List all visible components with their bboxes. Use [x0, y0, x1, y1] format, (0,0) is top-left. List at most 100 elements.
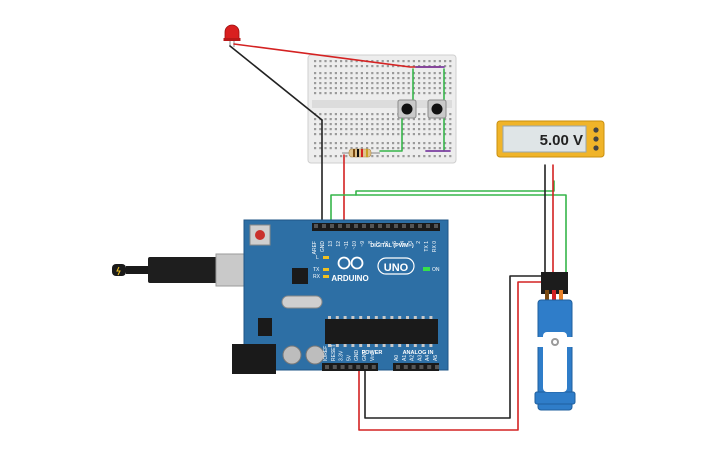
- digital-pin-socket[interactable]: [338, 224, 342, 228]
- breadboard-hole: [449, 92, 452, 95]
- breadboard-hole: [376, 82, 379, 85]
- digital-pin-socket[interactable]: [330, 224, 334, 228]
- breadboard-hole: [407, 128, 410, 131]
- breadboard-hole: [444, 92, 447, 95]
- arduino-logo: ARDUINO: [331, 256, 369, 283]
- digital-pin-socket[interactable]: [314, 224, 318, 228]
- breadboard-hole: [423, 72, 426, 75]
- breadboard-hole: [371, 72, 374, 75]
- breadboard-hole: [381, 128, 384, 131]
- digital-pin-socket[interactable]: [418, 224, 422, 228]
- infinity-logo-right: [350, 256, 364, 270]
- breadboard-hole: [412, 118, 415, 121]
- breadboard-hole: [371, 118, 374, 121]
- breadboard-hole: [412, 72, 415, 75]
- digital-pin-socket[interactable]: [402, 224, 406, 228]
- digital-pin-socket[interactable]: [394, 224, 398, 228]
- breadboard-hole: [438, 72, 441, 75]
- power-pin-socket[interactable]: [340, 365, 345, 369]
- breadboard-hole: [340, 128, 343, 131]
- breadboard-hole: [340, 133, 343, 136]
- breadboard-hole: [334, 65, 337, 68]
- servo-motor[interactable]: [530, 272, 578, 411]
- breadboard-hole: [319, 72, 322, 75]
- breadboard-hole: [449, 128, 452, 131]
- servo-connector: [541, 272, 568, 294]
- crystal: [281, 295, 323, 309]
- breadboard-hole: [402, 128, 405, 131]
- breadboard-hole: [350, 77, 353, 80]
- power-pin-socket[interactable]: [325, 365, 329, 369]
- power-pin-socket[interactable]: [364, 365, 368, 369]
- breadboard-hole: [319, 65, 322, 68]
- breadboard-hole: [319, 142, 322, 145]
- breadboard-hole: [376, 118, 379, 121]
- pushbutton-right[interactable]: [427, 99, 447, 119]
- breadboard-hole: [324, 60, 327, 63]
- digital-pin-socket[interactable]: [322, 224, 326, 228]
- digital-pin-socket[interactable]: [410, 224, 414, 228]
- breadboard-hole: [376, 113, 379, 116]
- uno-badge: [377, 257, 415, 275]
- digital-pin-socket[interactable]: [362, 224, 366, 228]
- breadboard-hole: [418, 142, 421, 145]
- breadboard-hole: [329, 128, 332, 131]
- power-pin-socket[interactable]: [371, 365, 376, 369]
- breadboard-hole: [329, 142, 332, 145]
- digital-pin-socket[interactable]: [354, 224, 358, 228]
- analog-pin-socket[interactable]: [411, 365, 416, 369]
- breadboard-hole: [392, 72, 395, 75]
- wire-5v-red[interactable]: [358, 281, 547, 431]
- chip-pin: [359, 344, 363, 347]
- dc-barrel-jack: [232, 344, 276, 374]
- servo-lead-red: [552, 290, 556, 302]
- chip-pin: [335, 316, 339, 319]
- power-pin-socket[interactable]: [356, 365, 361, 369]
- breadboard-hole: [366, 87, 369, 90]
- wire-led-cathode-black[interactable]: [229, 45, 323, 121]
- digital-pin-socket[interactable]: [346, 224, 350, 228]
- breadboard-hole: [314, 82, 317, 85]
- resistor[interactable]: [342, 148, 380, 158]
- breadboard-hole: [314, 72, 317, 75]
- chip-pin: [351, 316, 355, 319]
- breadboard-hole: [371, 87, 374, 90]
- breadboard-hole: [350, 133, 353, 136]
- breadboard-hole: [392, 123, 395, 126]
- breadboard-hole: [355, 87, 358, 90]
- wire-button-resistor-green[interactable]: [379, 118, 403, 152]
- digital-pin-socket[interactable]: [386, 224, 390, 228]
- reset-button[interactable]: [255, 230, 265, 240]
- wire-gnd-servo-black[interactable]: [364, 275, 547, 419]
- breadboard-hole: [449, 87, 452, 90]
- red-led[interactable]: [223, 24, 241, 47]
- breadboard-hole: [350, 60, 353, 63]
- analog-pin-socket[interactable]: [403, 365, 408, 369]
- breadboard-hole: [334, 123, 337, 126]
- wire-signal-green[interactable]: [330, 180, 555, 229]
- breadboard-hole: [433, 92, 436, 95]
- power-pin-socket[interactable]: [348, 365, 353, 369]
- digital-pin-socket[interactable]: [378, 224, 382, 228]
- breadboard-hole: [350, 147, 353, 150]
- power-pin-socket[interactable]: [332, 365, 337, 369]
- wire-servo-signal-green[interactable]: [355, 194, 567, 279]
- digital-pin-socket[interactable]: [434, 224, 438, 228]
- breadboard-hole: [381, 113, 384, 116]
- pushbutton-left[interactable]: [397, 99, 417, 119]
- breadboard-hole: [355, 123, 358, 126]
- digital-pin-socket[interactable]: [370, 224, 374, 228]
- analog-pin-socket[interactable]: [427, 365, 432, 369]
- analog-pin-socket[interactable]: [419, 365, 424, 369]
- red-led-icon: [224, 24, 240, 41]
- breadboard-hole: [433, 60, 436, 63]
- breadboard-hole: [350, 113, 353, 116]
- multimeter[interactable]: 5.00 V: [496, 120, 605, 158]
- analog-pin-socket[interactable]: [435, 365, 439, 369]
- breadboard[interactable]: [307, 54, 457, 164]
- breadboard-hole: [438, 118, 441, 121]
- breadboard-hole: [334, 147, 337, 150]
- analog-pin-socket[interactable]: [396, 365, 400, 369]
- digital-pin-socket[interactable]: [426, 224, 430, 228]
